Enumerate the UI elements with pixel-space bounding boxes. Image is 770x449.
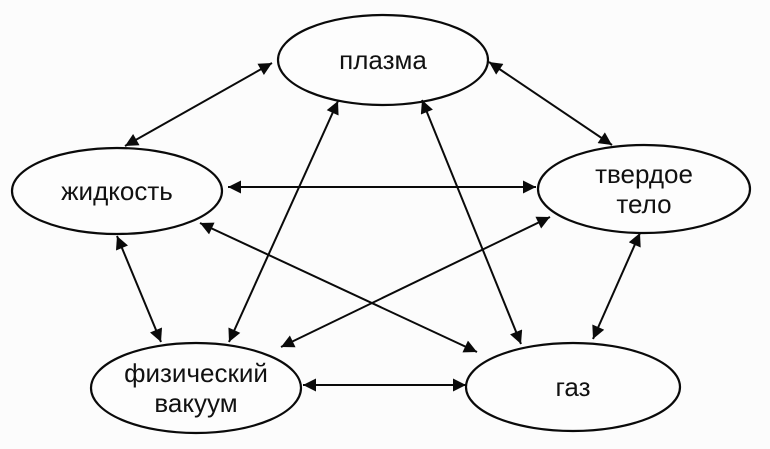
- node-label-gas: газ: [555, 372, 590, 402]
- edge-plasma-gas: [420, 99, 523, 345]
- edge-solid-vacuum: [280, 216, 551, 348]
- edge-liquid-vacuum: [115, 235, 163, 343]
- node-ellipse-liquid: [10, 146, 224, 236]
- node-ellipse-gas: [464, 341, 682, 433]
- edges-layer: [115, 61, 641, 392]
- node-label-plasma: плазма: [339, 45, 427, 75]
- edge-plasma-solid: [488, 61, 613, 146]
- node-liquid: жидкость: [10, 146, 224, 236]
- edge-liquid-gas: [199, 222, 478, 353]
- node-ellipse-solid: [536, 143, 752, 235]
- edge-solid-gas: [592, 232, 641, 340]
- edge-plasma-vacuum: [228, 100, 339, 343]
- node-ellipse-vacuum: [89, 341, 303, 435]
- node-ellipse-plasma: [276, 13, 490, 107]
- edge-liquid-plasma: [124, 62, 273, 147]
- node-label-liquid: жидкость: [61, 176, 173, 206]
- node-plasma: плазма: [276, 13, 490, 107]
- node-gas: газ: [464, 341, 682, 433]
